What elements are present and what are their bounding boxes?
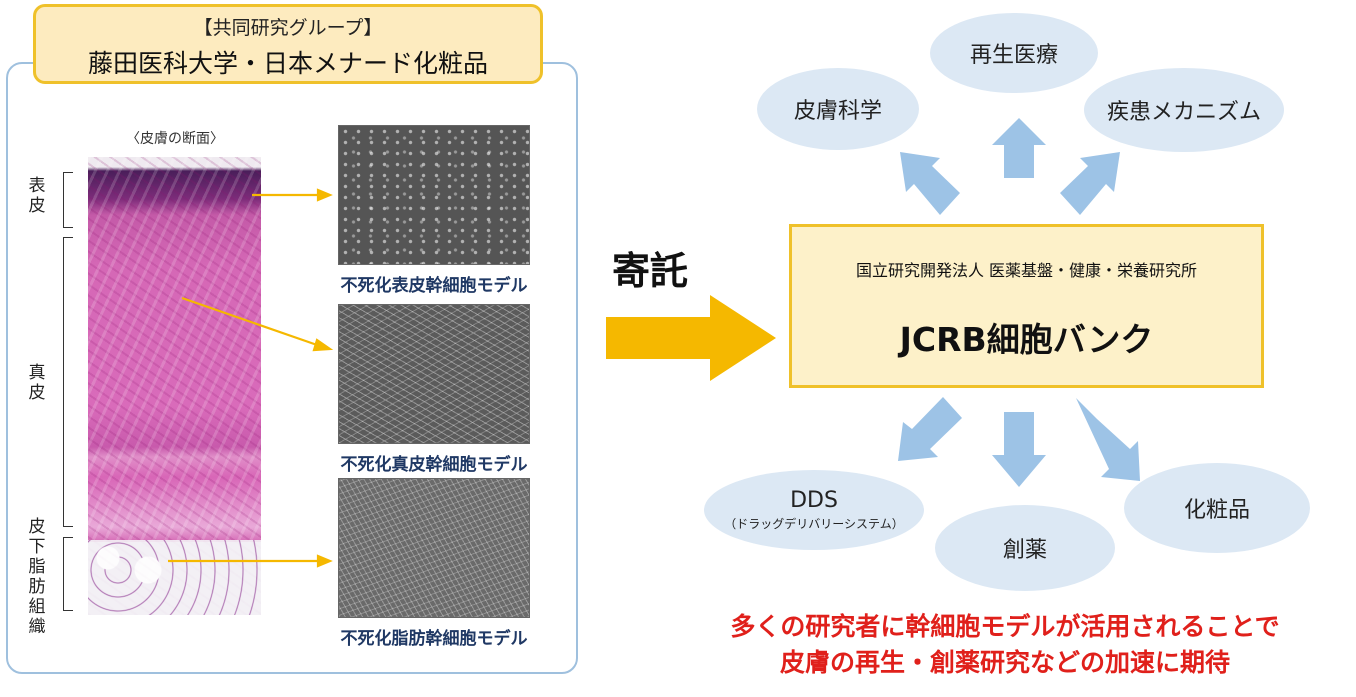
bank-name: JCRB細胞バンク	[899, 320, 1154, 359]
deposit-label: 寄託	[612, 249, 689, 293]
deposit-arrow	[606, 295, 776, 381]
group-members: 藤田医科大学・日本メナード化粧品	[87, 49, 488, 78]
epidermal-model-label: 不死化表皮幹細胞モデル	[340, 276, 528, 296]
research-group-header: 【共同研究グループ】 藤田医科大学・日本メナード化粧品	[33, 4, 543, 84]
arrow-down-drug	[992, 412, 1046, 487]
epidermis-arrow-head	[316, 188, 333, 202]
skin-fat-layer-image	[88, 540, 261, 615]
dermal-model-label: 不死化真皮幹細胞モデル	[340, 455, 528, 475]
bank-organization: 国立研究開発法人 医薬基盤・健康・栄養研究所	[855, 261, 1198, 280]
deposit-arrow-shape	[606, 295, 776, 381]
application-regenerative-medicine: 再生医療	[930, 13, 1098, 93]
skin-cross-section-image	[88, 157, 261, 615]
application-dds: DDS （ドラッグデリバリーシステム）	[704, 470, 924, 550]
arrow-upleft-skin	[900, 152, 960, 215]
application-dermatology: 皮膚科学	[757, 68, 919, 150]
layer-label-epidermis: 表 皮	[28, 176, 46, 216]
arrow-downleft-dds	[898, 397, 962, 461]
layer-label-dermis: 真 皮	[28, 363, 46, 403]
dermis-bracket	[63, 237, 73, 527]
expectation-line-2: 皮膚の再生・創薬研究などの加速に期待	[779, 648, 1230, 677]
subcutaneous-bracket	[63, 537, 73, 611]
group-heading: 【共同研究グループ】	[193, 17, 383, 39]
dermal-stem-cell-image	[338, 304, 530, 444]
application-cosmetics: 化粧品	[1124, 463, 1310, 553]
adipose-model-label: 不死化脂肪幹細胞モデル	[340, 629, 528, 649]
arrow-downright-cosmetics	[1076, 398, 1140, 481]
expectation-line-1: 多くの研究者に幹細胞モデルが活用されることで	[730, 612, 1280, 641]
application-drug-discovery: 創薬	[935, 505, 1115, 591]
cell-bank-box: 国立研究開発法人 医薬基盤・健康・栄養研究所 JCRB細胞バンク	[789, 224, 1264, 388]
fat-arrow-head	[316, 554, 333, 568]
dermis-arrow-line	[181, 296, 321, 348]
skin-section-caption: 〈皮膚の断面〉	[126, 131, 224, 147]
arrow-up-regen	[992, 118, 1046, 178]
adipose-stem-cell-image	[338, 478, 530, 618]
application-disease-mechanism: 疾患メカニズム	[1084, 68, 1284, 152]
layer-label-subcutaneous: 皮 下 脂 肪 組 織	[28, 517, 46, 637]
dermis-arrow-head	[312, 338, 334, 352]
epidermal-stem-cell-image	[338, 125, 530, 265]
arrow-upright-disease	[1060, 152, 1120, 215]
expectation-statement: 多くの研究者に幹細胞モデルが活用されることで 皮膚の再生・創薬研究などの加速に期…	[640, 609, 1356, 681]
epidermis-bracket	[63, 172, 73, 228]
